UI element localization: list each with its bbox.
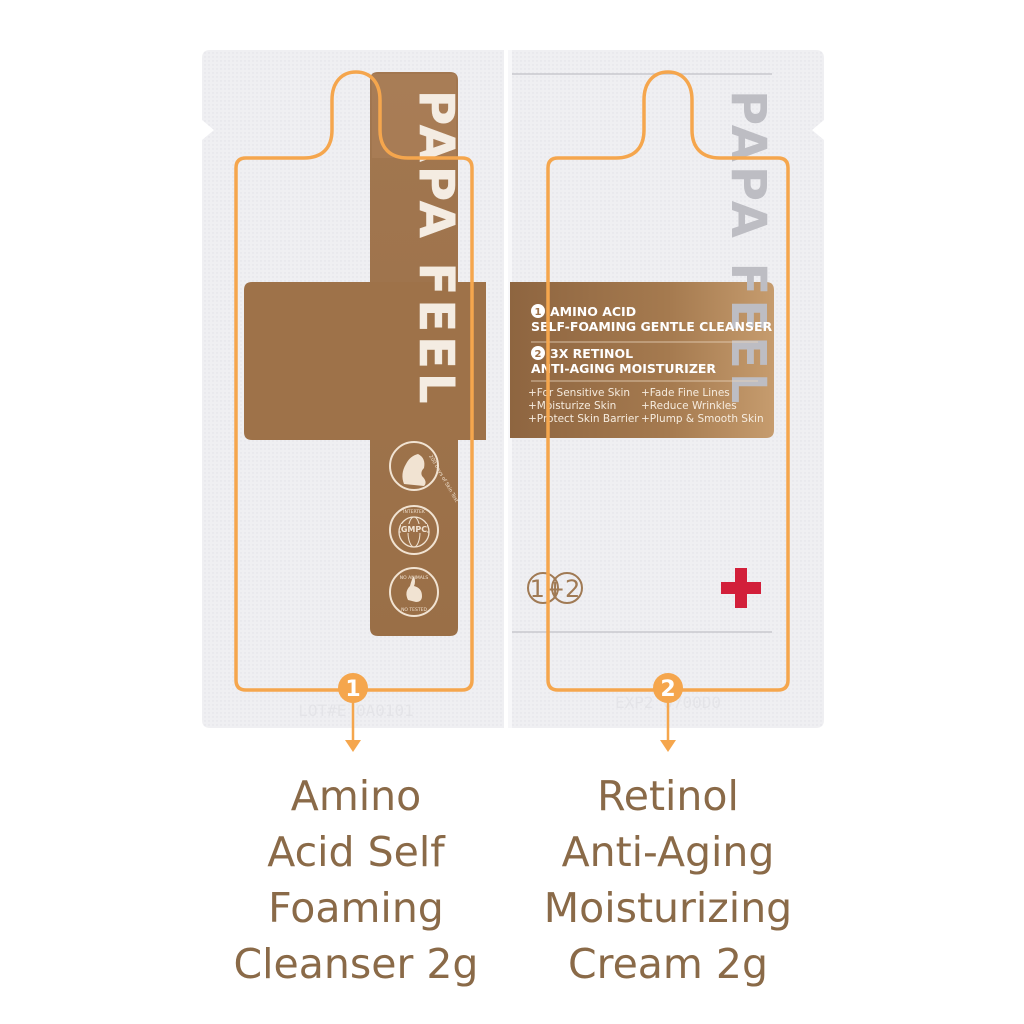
item-1-number-badge: [531, 304, 545, 318]
brand-logo-left: PAPA FEEL: [408, 90, 464, 408]
marker-2-number: 2: [660, 677, 675, 702]
caption-line: Cream 2g: [567, 940, 768, 988]
svg-text:NO ANIMALS: NO ANIMALS: [400, 575, 429, 581]
marker-2: 2: [653, 673, 683, 752]
badge-no-animal-testing: NO ANIMALS NO TESTED: [389, 567, 439, 617]
product-1-caption: Amino Acid Self Foaming Cleanser 2g: [176, 768, 536, 992]
benefit-item: +Reduce Wrinkles: [641, 400, 737, 412]
item-2-title: 3X RETINOL: [550, 346, 633, 361]
item-1-number: 1: [535, 307, 542, 318]
benefits-right-list: +Fade Fine Lines+Reduce Wrinkles+Plump &…: [641, 387, 764, 425]
benefit-item: +Fade Fine Lines: [641, 387, 730, 399]
bunny-icon: [406, 576, 422, 602]
caption-line: Acid Self: [267, 828, 445, 876]
item-2-subtitle: ANTI-AGING MOISTURIZER: [531, 361, 716, 376]
item-2-number-badge: [531, 346, 545, 360]
face-profile-icon: [402, 454, 426, 486]
item-2-number: 2: [535, 349, 542, 360]
svg-text:NO TESTED: NO TESTED: [401, 607, 427, 613]
bronze-horizontal-band: [244, 282, 774, 440]
caption-line: Retinol: [597, 772, 739, 820]
caption-line: Foaming: [268, 884, 444, 932]
product-2-caption: Retinol Anti-Aging Moisturizing Cream 2g: [488, 768, 848, 992]
caption-line: Amino: [290, 772, 422, 820]
medical-cross-icon: [721, 568, 761, 608]
marker-1: 1: [338, 673, 368, 752]
brand-logo-right: PAPA FEEL: [720, 90, 776, 408]
benefit-item: +Protect Skin Barrier: [528, 413, 639, 425]
marker-1-number: 1: [345, 677, 360, 702]
item-1-title: AMINO ACID: [550, 304, 636, 319]
svg-text:1+2: 1+2: [530, 575, 581, 603]
badge-gmpc: GMPC INTERTEK: [389, 505, 439, 555]
benefit-item: +Moisturize Skin: [528, 400, 616, 412]
item-1-subtitle: SELF-FOAMING GENTLE CLEANSER: [531, 319, 773, 334]
caption-line: Anti-Aging: [561, 828, 775, 876]
svg-text:GMPC: GMPC: [401, 525, 427, 534]
product-label: 1 AMINO ACID SELF-FOAMING GENTLE CLEANSE…: [528, 304, 773, 425]
benefit-item: +For Sensitive Skin: [528, 387, 630, 399]
combo-badge: 1+2: [527, 572, 583, 604]
benefit-item: +Plump & Smooth Skin: [641, 413, 764, 425]
benefits-left-list: +For Sensitive Skin+Moisturize Skin+Prot…: [528, 387, 639, 425]
caption-line: Cleanser 2g: [233, 940, 479, 988]
caption-line: Moisturizing: [543, 884, 793, 932]
svg-text:INTERTEK: INTERTEK: [403, 509, 426, 515]
lot-number-emboss: LOT#E 0A0101: [298, 701, 414, 720]
